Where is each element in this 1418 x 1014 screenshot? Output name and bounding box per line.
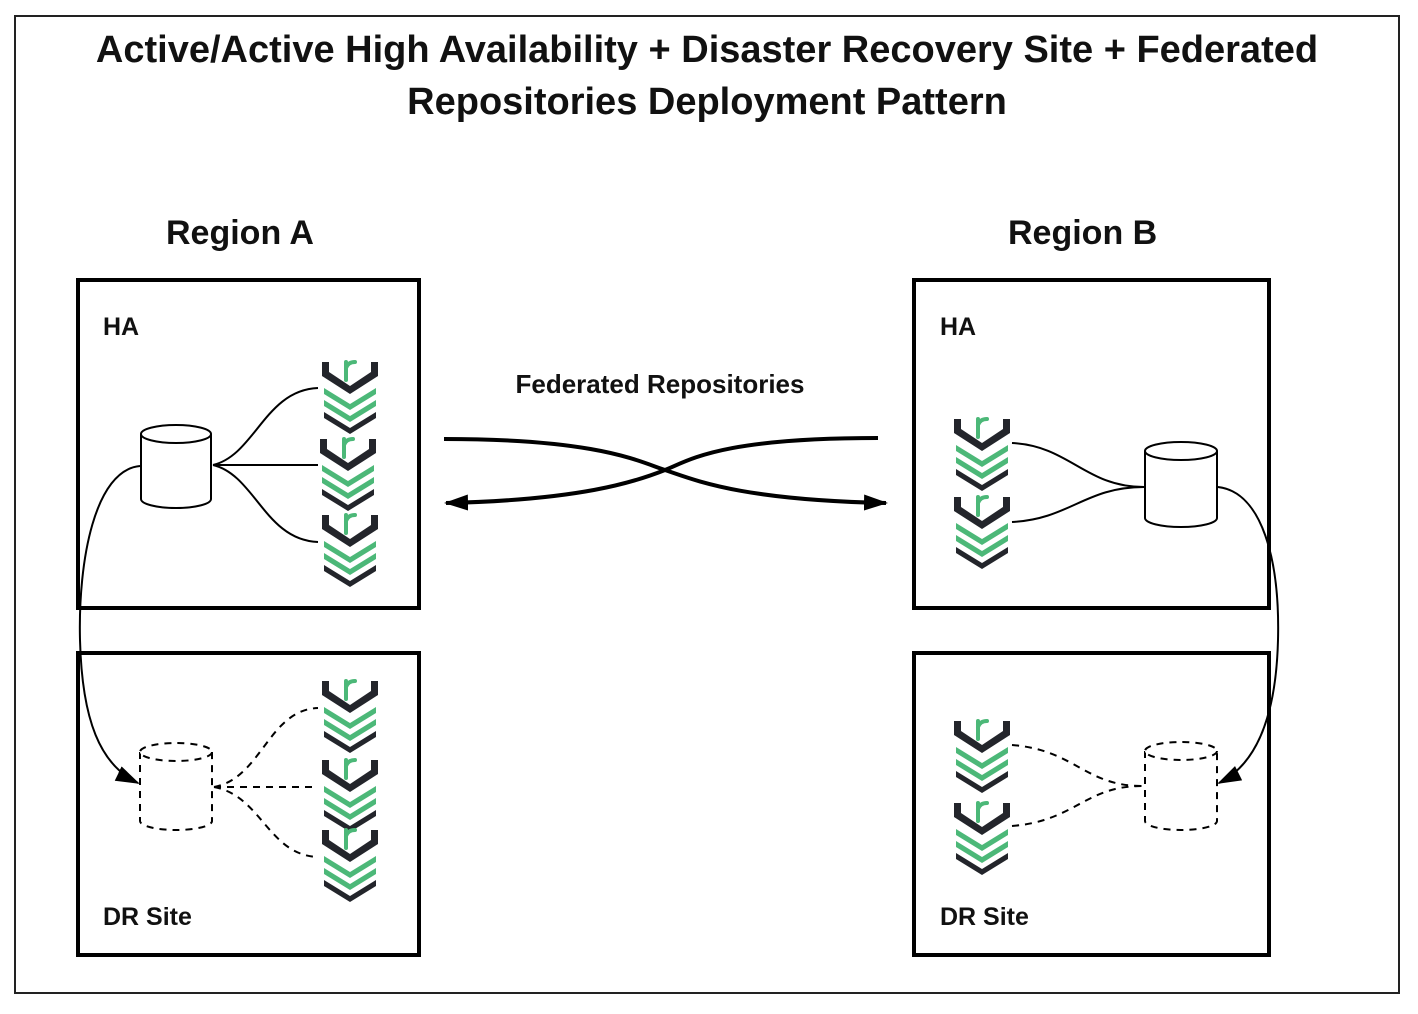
region-b-ha-label: HA <box>940 313 977 341</box>
region-a-dr-connections <box>213 707 319 858</box>
jfrog-artifactory-node-icon <box>320 828 380 904</box>
region-b-label: Region B <box>1008 214 1158 252</box>
region-a-label: Region A <box>166 214 314 252</box>
jfrog-artifactory-node-icon <box>320 679 380 755</box>
region-b-ha-box: HA <box>912 278 1271 610</box>
region-a-ha-label: HA <box>103 313 140 341</box>
title-line-2: Repositories Deployment Pattern <box>407 81 1007 123</box>
diagram-title: Active/Active High Availability + Disast… <box>14 24 1400 128</box>
jfrog-artifactory-node-icon <box>320 513 380 589</box>
jfrog-artifactory-node-icon <box>952 417 1012 493</box>
jfrog-artifactory-node-icon <box>952 719 1012 795</box>
database-cylinder-icon <box>140 424 212 509</box>
database-cylinder-icon <box>139 742 213 831</box>
jfrog-artifactory-node-icon <box>320 758 380 834</box>
jfrog-artifactory-node-icon <box>952 495 1012 571</box>
region-a-replication-arrow <box>78 465 141 784</box>
region-b-dr-label: DR Site <box>940 903 1029 931</box>
federation-arrow-b-to-a <box>444 436 879 511</box>
federated-replication-arrows <box>443 436 888 511</box>
jfrog-artifactory-node-icon <box>318 437 378 513</box>
region-b-ha-connections <box>1011 442 1145 523</box>
region-b-dr-connections <box>1011 744 1143 827</box>
federated-repositories-label: Federated Repositories <box>515 369 805 399</box>
region-a-dr-label: DR Site <box>103 903 192 931</box>
database-cylinder-icon <box>1144 441 1218 528</box>
jfrog-artifactory-node-icon <box>952 801 1012 877</box>
database-cylinder-icon <box>1144 741 1218 831</box>
title-line-1: Active/Active High Availability + Disast… <box>95 29 1319 71</box>
jfrog-artifactory-node-icon <box>320 360 380 436</box>
region-a-ha-box: HA <box>76 278 421 610</box>
diagram-frame <box>14 15 1400 994</box>
region-b-dr-box: DR Site <box>912 651 1271 957</box>
region-b-replication-arrow <box>1217 486 1280 784</box>
region-a-dr-box: DR Site <box>76 651 421 957</box>
region-a-ha-connections <box>212 387 319 543</box>
